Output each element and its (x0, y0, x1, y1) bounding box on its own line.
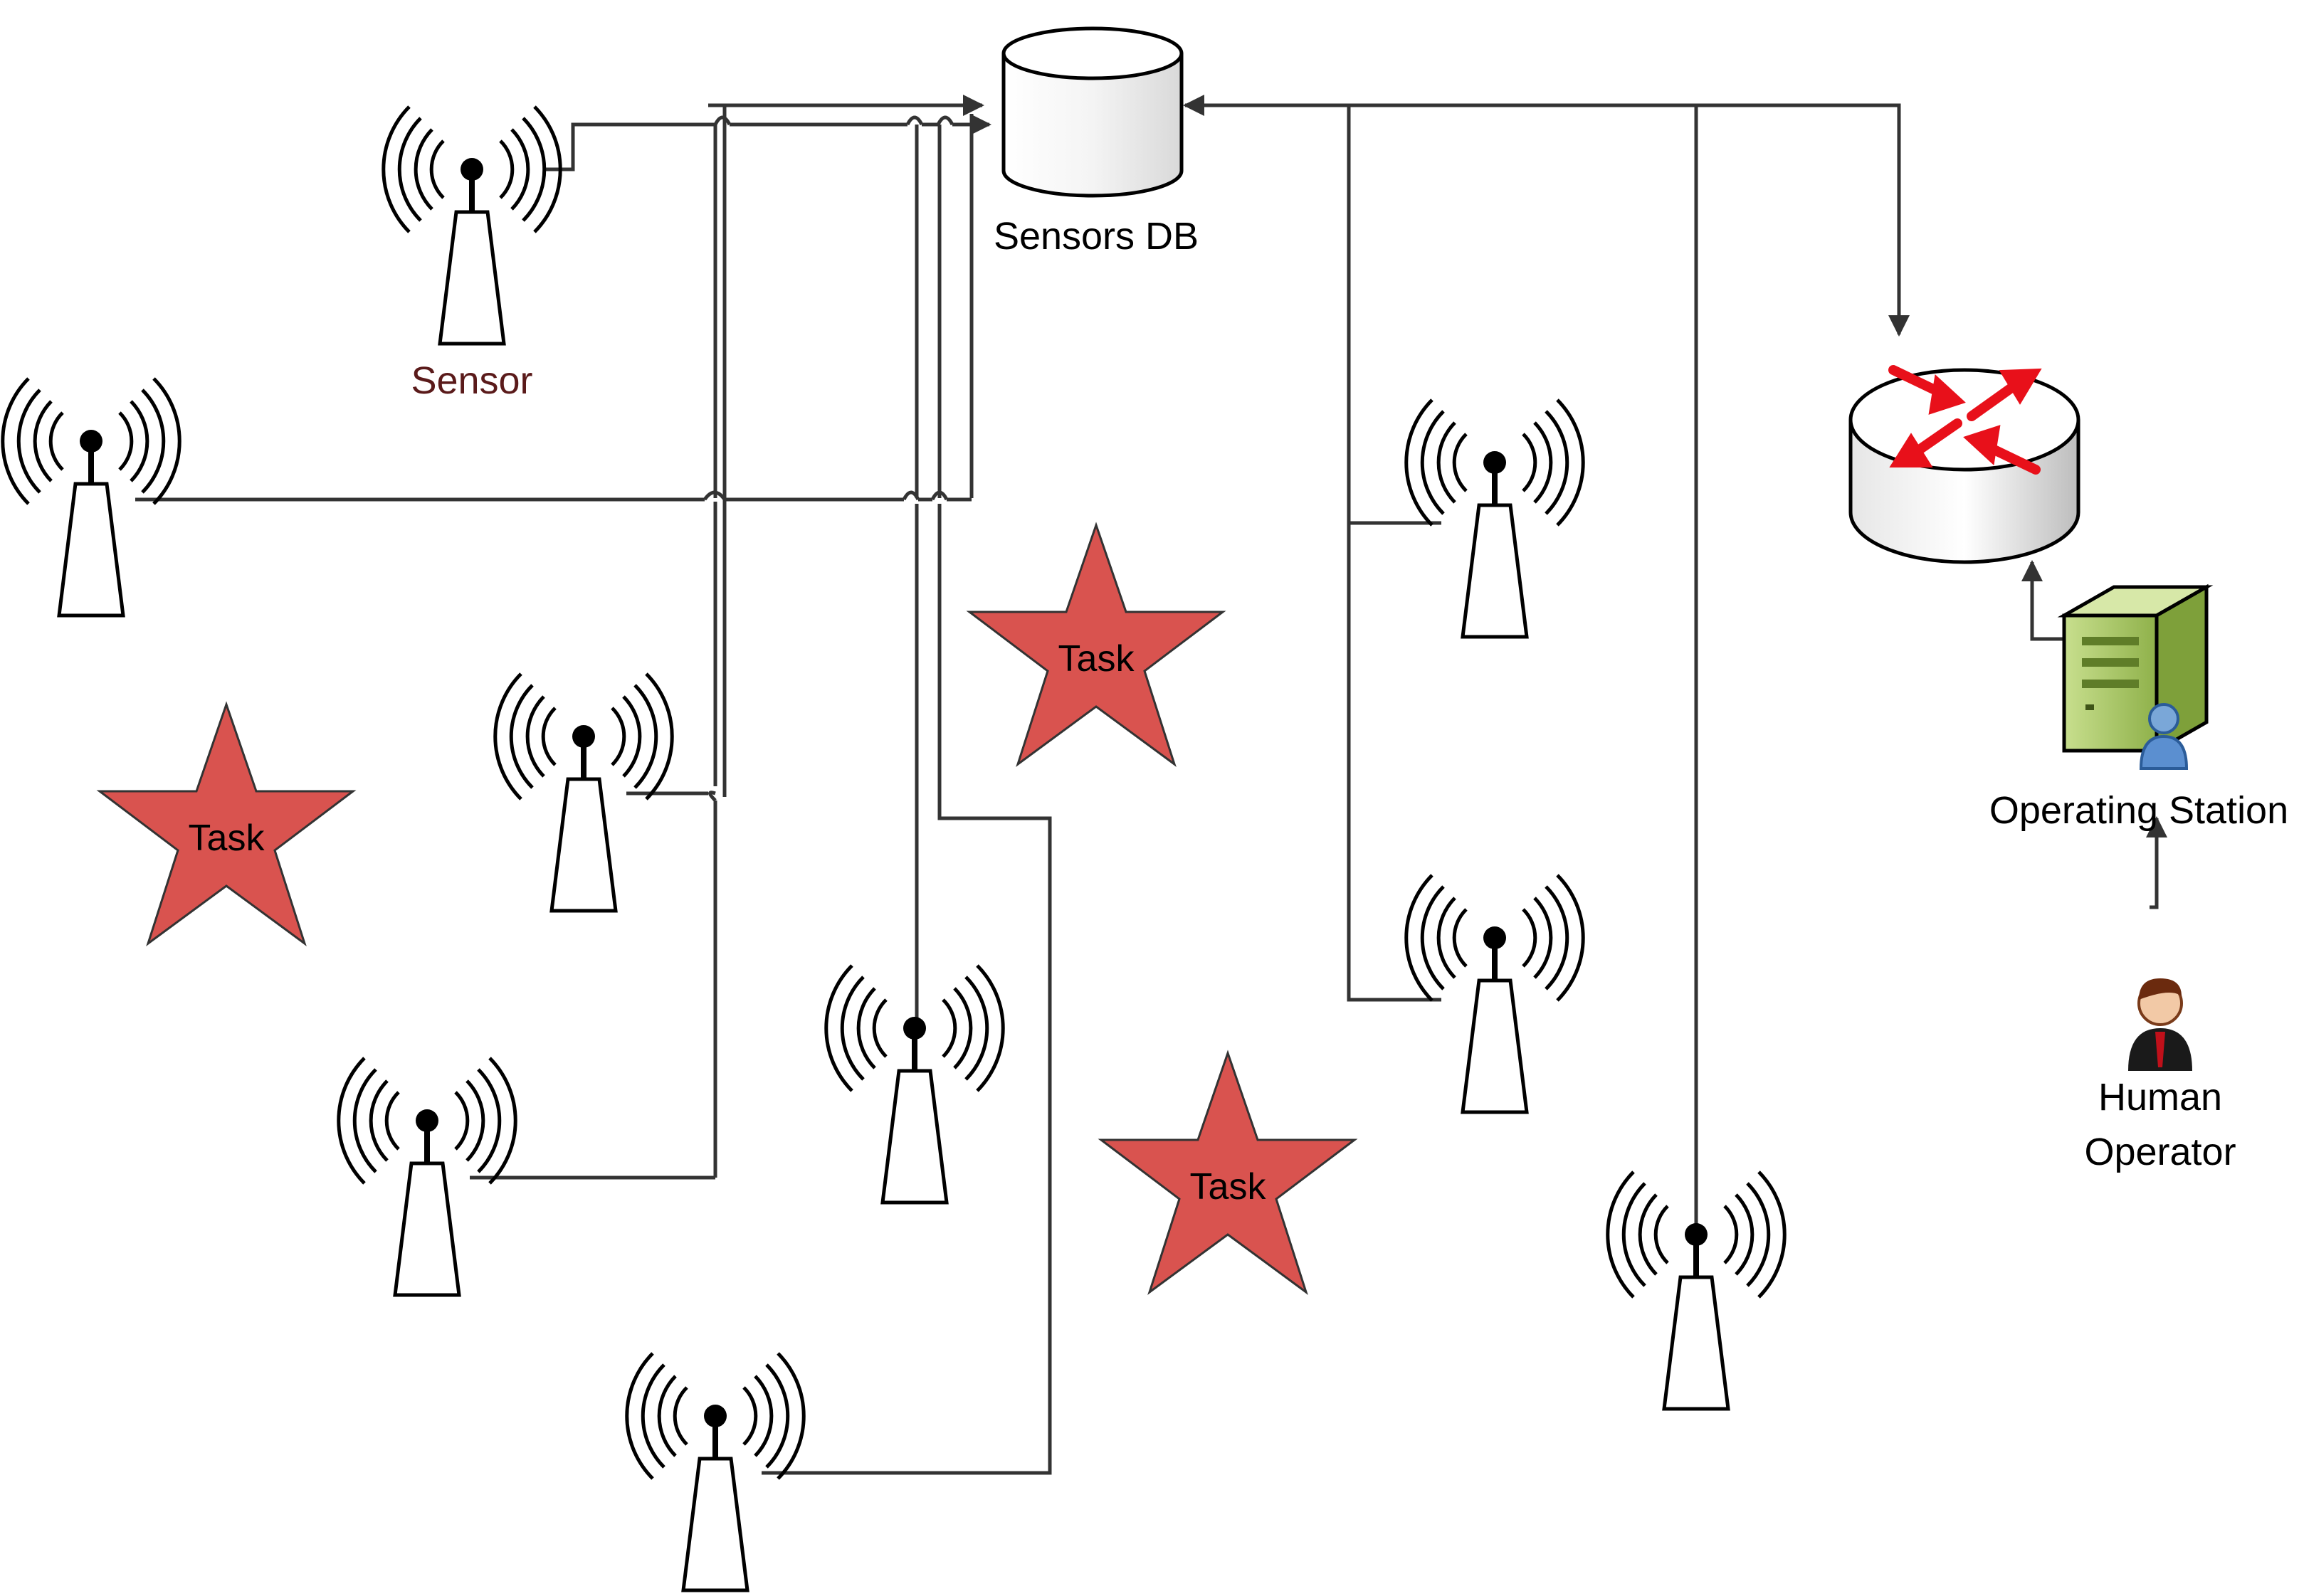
operating-station-label: Operating Station (1989, 789, 2289, 832)
task-label: Task (1058, 638, 1135, 680)
human-operator-label-line1: Human (2098, 1076, 2223, 1119)
sensors-db-label: Sensors DB (993, 215, 1199, 258)
sensor-tower-icon (1406, 400, 1583, 637)
router-icon (1848, 365, 2080, 564)
person-icon (2128, 978, 2192, 1071)
sensor-tower-icon (3, 379, 179, 615)
server-with-user-icon (2057, 583, 2214, 770)
sensor-tower-icon (384, 107, 560, 344)
task-label: Task (188, 818, 265, 859)
sensor-label: Sensor (411, 359, 533, 402)
database-cylinder-icon (1001, 26, 1184, 198)
task-label: Task (1189, 1166, 1266, 1207)
sensor-tower-icon (826, 966, 1003, 1203)
connection-lines (135, 95, 2167, 1475)
human-operator-label-line2: Operator (2084, 1131, 2236, 1173)
sensor-tower-icon (1406, 875, 1583, 1112)
